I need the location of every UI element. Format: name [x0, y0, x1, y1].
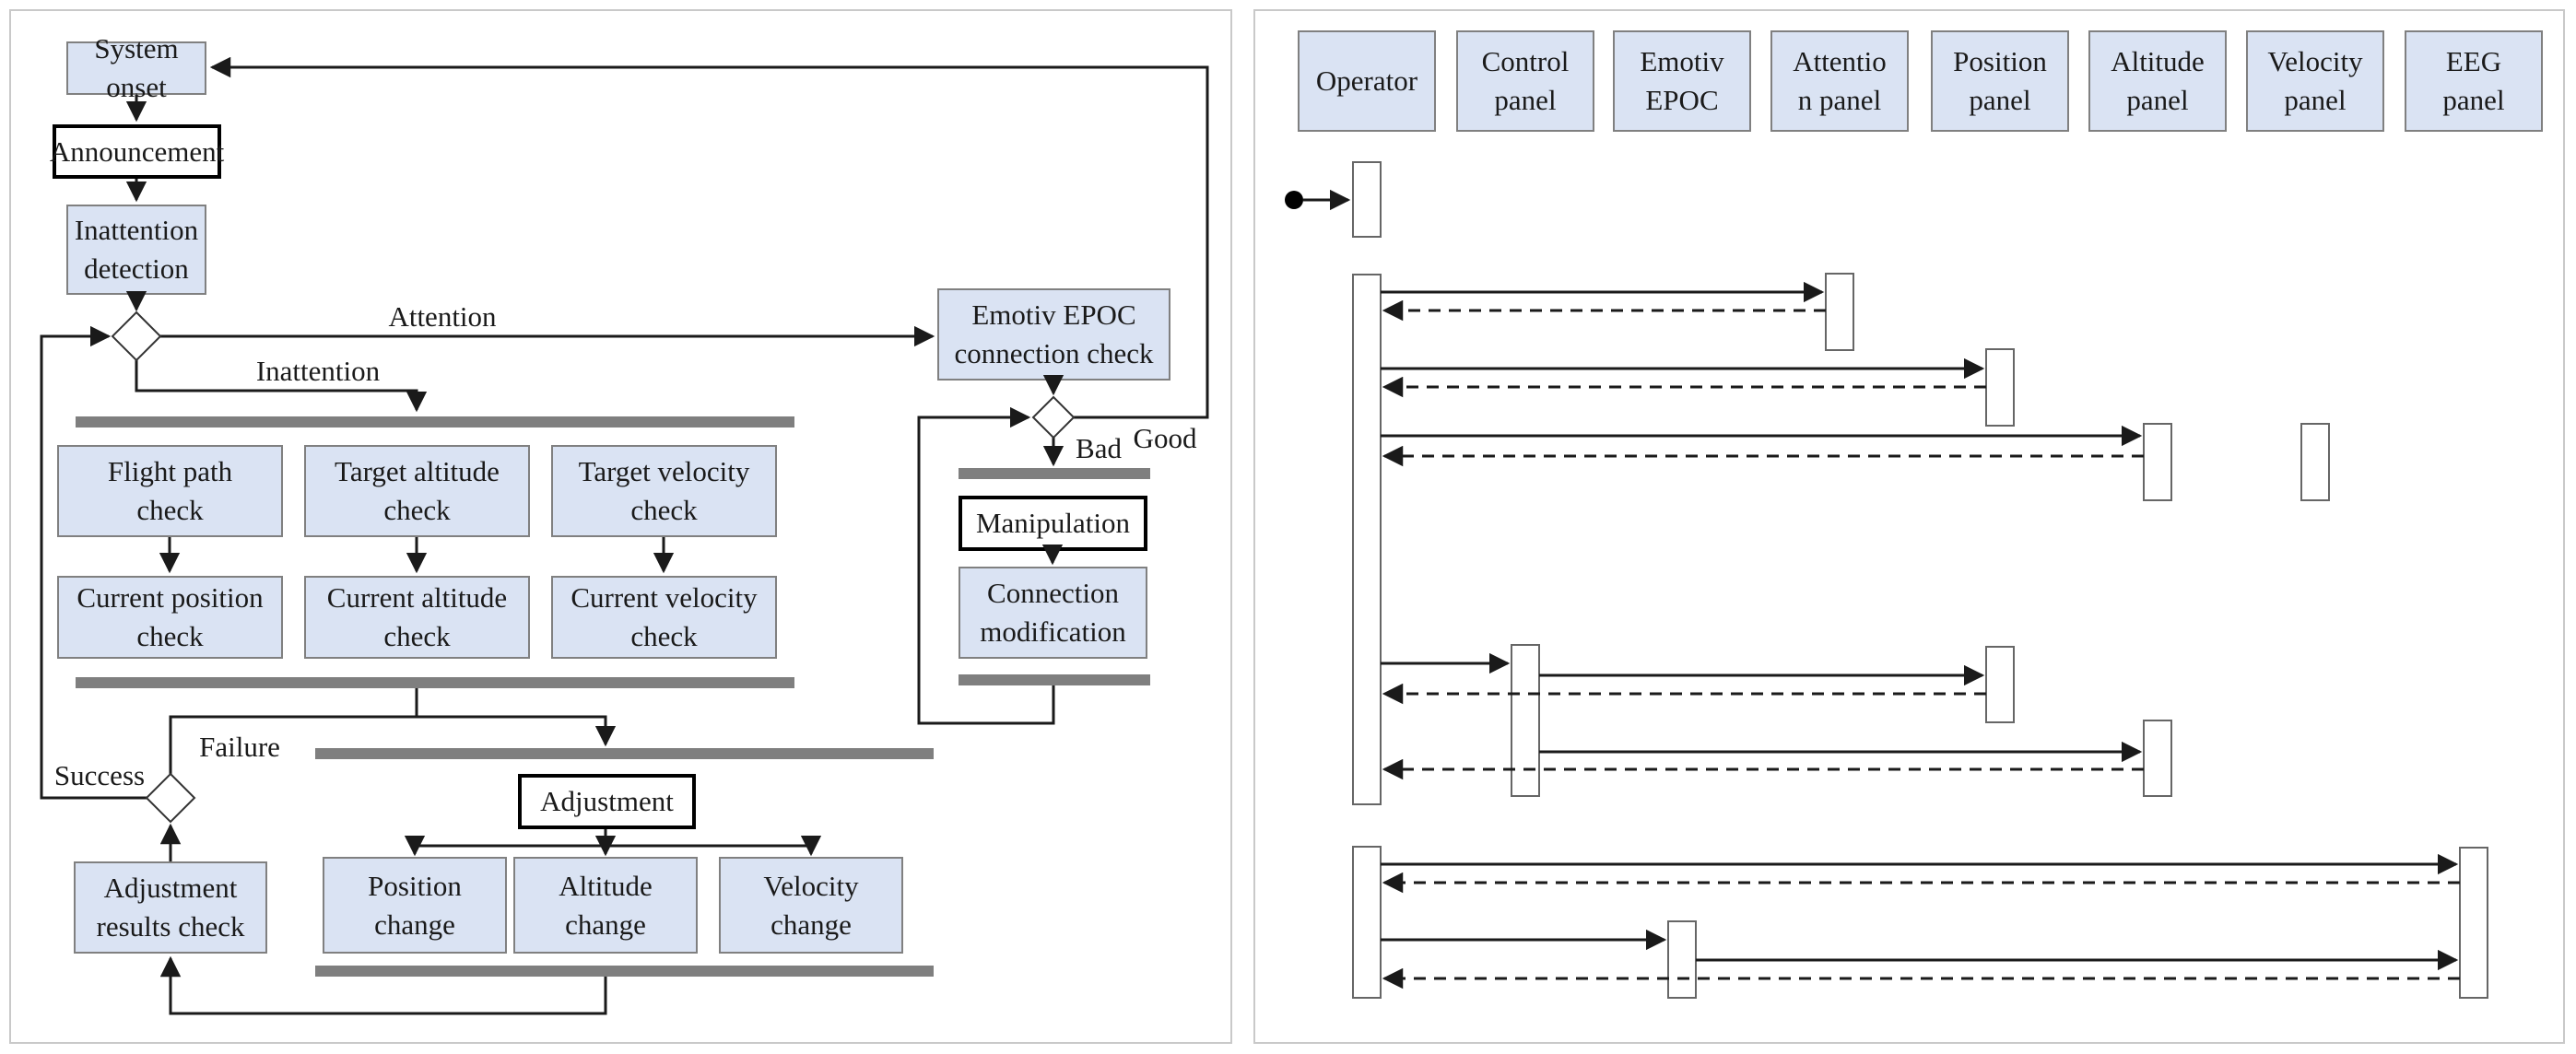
node-current-altitude-check: Current altitude check: [304, 576, 530, 659]
node-announcement: Announcement: [50, 124, 224, 179]
lifeline-control-panel: Control panel: [1456, 30, 1594, 132]
edge-label-good: Good: [1133, 422, 1197, 454]
node-connection-modification: Connection modification: [959, 567, 1147, 659]
lifeline-operator: Operator: [1298, 30, 1436, 132]
node-position-change: Position change: [323, 857, 507, 954]
node-altitude-change: Altitude change: [513, 857, 698, 954]
node-flight-path-check: Flight path check: [57, 445, 283, 537]
node-current-position-check: Current position check: [57, 576, 283, 659]
node-target-velocity-check: Target velocity check: [551, 445, 777, 537]
edge-label-failure: Failure: [199, 731, 280, 763]
sequence-diagram-panel: [1253, 9, 2565, 1044]
lifeline-position-panel: Position panel: [1931, 30, 2069, 132]
lifeline-emotiv-epoc: Emotiv EPOC: [1613, 30, 1751, 132]
edge-label-success: Success: [53, 759, 146, 791]
node-current-velocity-check: Current velocity check: [551, 576, 777, 659]
edge-label-inattention: Inattention: [255, 355, 381, 387]
lifeline-velocity-panel: Velocity panel: [2246, 30, 2384, 132]
node-manipulation: Manipulation: [959, 496, 1147, 551]
node-emotiv-epoc-connection-check: Emotiv EPOC connection check: [937, 288, 1170, 381]
lifeline-eeg-panel: EEG panel: [2405, 30, 2543, 132]
node-velocity-change: Velocity change: [719, 857, 903, 954]
node-adjustment-results-check: Adjustment results check: [74, 861, 267, 954]
lifeline-attention-panel: Attentio n panel: [1770, 30, 1909, 132]
edge-label-bad: Bad: [1076, 432, 1122, 464]
node-system-onset: System onset: [66, 32, 206, 103]
edge-label-attention: Attention: [388, 300, 497, 333]
node-inattention-detection: Inattention detection: [66, 205, 206, 295]
node-target-altitude-check: Target altitude check: [304, 445, 530, 537]
node-adjustment: Adjustment: [518, 774, 696, 829]
lifeline-altitude-panel: Altitude panel: [2088, 30, 2227, 132]
